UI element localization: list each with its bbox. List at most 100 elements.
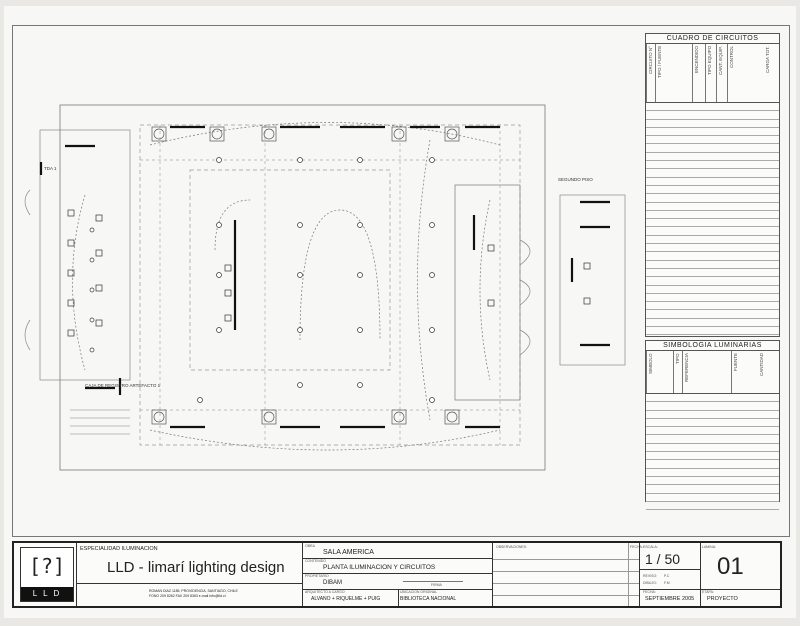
col-header: CANTIDAD	[759, 353, 764, 377]
obra-label: OBRA	[305, 544, 315, 548]
left-wing	[39, 129, 131, 381]
circuit-table-title: CUADRO DE CIRCUITOS	[646, 34, 779, 44]
col-header: TIPO	[673, 351, 682, 393]
downlights	[89, 157, 435, 403]
symbol-table-header: SIMBOLO TIPO REFERENCIA FUENTE CANTIDAD	[646, 351, 779, 394]
table-row	[646, 103, 779, 112]
arquitecto-label: ARQUITECTO A CARGO	[305, 590, 345, 594]
scale-cell: ESCALA: 1 / 50 REVISO:P.C DIBUJO:F.M FEC…	[639, 543, 701, 606]
escala-label: ESCALA:	[643, 545, 658, 549]
lamina-value: 01	[717, 553, 744, 580]
table-row	[646, 211, 779, 220]
drawing-frame	[12, 25, 790, 537]
escala-value: 1 / 50	[645, 551, 681, 567]
observaciones-label: OBSERVACIONES:	[496, 545, 527, 549]
table-row	[646, 178, 779, 186]
table-row	[646, 111, 779, 120]
table-row	[646, 411, 779, 419]
main-hall	[139, 124, 521, 446]
contenido-value: PLANTA ILUMINACION Y CIRCUITOS	[323, 564, 436, 571]
table-row	[646, 444, 779, 453]
table-row	[646, 153, 779, 162]
company-name: LLD - limarí lighting design	[107, 559, 285, 576]
table-row	[646, 402, 779, 411]
title-block: [?] L L D ESPECIALIDAD ILUMINACION LLD -…	[12, 541, 782, 608]
table-row	[646, 236, 779, 245]
col-header: CANT. EQUIP.	[716, 44, 727, 102]
table-row	[646, 120, 779, 128]
col-header: REFERENCIA	[682, 351, 731, 393]
table-row	[646, 286, 779, 294]
company-cell: ESPECIALIDAD ILUMINACION LLD - limarí li…	[76, 543, 302, 584]
table-row	[646, 460, 779, 469]
table-row	[646, 169, 779, 178]
logo: [?] L L D	[20, 547, 74, 602]
table-row	[646, 319, 779, 328]
circuit-table: CUADRO DE CIRCUITOS CIRCUITO N° TIPO / F…	[645, 33, 780, 361]
label-caja-registro: CAJA DE REGISTRO ARTEFACTO 1	[85, 383, 161, 388]
table-row	[646, 161, 779, 170]
address-line: ROMAN DIAZ 1185, PROVIDENCIA, SANTIAGO, …	[149, 589, 238, 593]
table-row	[646, 203, 779, 211]
symbol-table-rows	[646, 394, 779, 511]
col-header: CARGA TOT.	[765, 46, 770, 73]
table-row	[646, 219, 779, 228]
ubicacion-label: UBICACION ORIGINAL	[400, 590, 438, 594]
table-row	[646, 244, 779, 253]
stage-area	[454, 184, 521, 401]
obra-value: SALA AMERICA	[323, 549, 374, 556]
lamina-cell: LAMINA: 01 ETAPA: PROYECTO	[699, 543, 780, 606]
fecha-value: SEPTIEMBRE 2005	[645, 596, 695, 602]
table-row	[646, 327, 779, 336]
table-row	[646, 310, 779, 319]
spotlights	[67, 209, 591, 337]
table-row	[646, 227, 779, 236]
reviso-value: P.C	[664, 574, 670, 578]
second-floor-room	[559, 194, 626, 366]
table-row	[646, 261, 779, 269]
label-segundo-piso: SEGUNDO PISO	[558, 177, 593, 182]
col-header: CONTROL	[727, 44, 764, 102]
circuit-table-rows	[646, 103, 779, 361]
dibujo-value: F.M	[664, 581, 670, 585]
col-header: TIPO / FUENTE	[655, 44, 692, 102]
observaciones-cell: OBSERVACIONES: FECHA:	[492, 543, 643, 606]
table-row	[646, 294, 779, 303]
propietario-label: PROPIETARIO	[305, 574, 329, 578]
table-row	[646, 435, 779, 444]
lamina-label: LAMINA:	[702, 545, 717, 549]
col-header: SIMBOLO	[646, 351, 673, 393]
col-header: FUENTE	[731, 351, 758, 393]
address-cell: ROMAN DIAZ 1185, PROVIDENCIA, SANTIAGO, …	[76, 583, 302, 606]
building-outline	[59, 104, 546, 471]
col-header: ENCENDIDO	[692, 44, 705, 102]
ubicacion-value: BIBLIOTECA NACIONAL	[400, 596, 457, 602]
table-row	[646, 269, 779, 278]
etapa-value: PROYECTO	[707, 596, 738, 602]
symbol-table-title: SIMBOLOGIA LUMINARIAS	[646, 341, 779, 351]
table-row	[646, 469, 779, 477]
table-row	[646, 186, 779, 195]
table-row	[646, 252, 779, 261]
firma-label: FIRMA	[431, 583, 442, 587]
col-header: CIRCUITO N°	[646, 44, 655, 102]
table-row	[646, 394, 779, 403]
symbol-table: SIMBOLOGIA LUMINARIAS SIMBOLO TIPO REFER…	[645, 340, 780, 511]
table-row	[646, 502, 779, 511]
grid-lines	[140, 125, 520, 445]
contenido-label: CONTENIDO	[305, 559, 326, 563]
table-row	[646, 302, 779, 311]
table-row	[646, 477, 779, 486]
fecha-label: FECHA:	[643, 590, 656, 594]
fecha-obs-label: FECHA:	[630, 545, 643, 549]
label-tda: TDA 1	[44, 166, 57, 171]
table-row	[646, 419, 779, 428]
table-row	[646, 452, 779, 461]
reviso-label: REVISO:	[643, 574, 658, 578]
inner-gallery	[189, 169, 391, 371]
table-row	[646, 136, 779, 145]
logo-text: L L D	[21, 587, 73, 601]
doors	[24, 189, 531, 356]
col-header: TIPO EQUIPO	[705, 44, 716, 102]
